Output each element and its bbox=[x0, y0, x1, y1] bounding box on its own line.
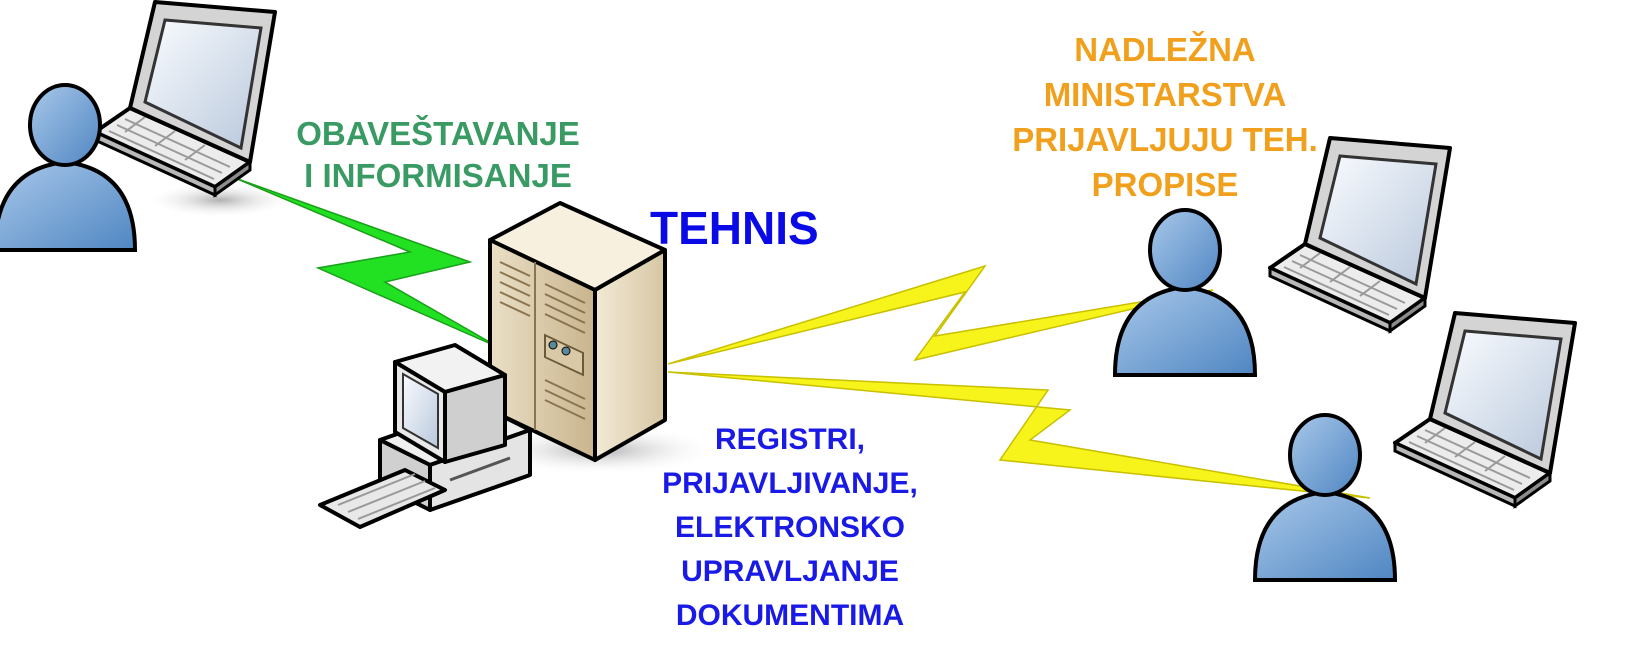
label-ministries-line: PRIJAVLJUJU TEH. bbox=[1012, 121, 1318, 158]
label-services-line: UPRAVLJANJE bbox=[681, 555, 899, 588]
lightning-link-icon-lower-right bbox=[667, 371, 1371, 499]
label-ministries-line: NADLEŽNA bbox=[1074, 31, 1256, 68]
label-services-line: ELEKTRONSKO bbox=[674, 511, 905, 544]
label-services-line: PRIJAVLJIVANJE, bbox=[662, 467, 918, 500]
user-with-laptop-icon bbox=[1253, 311, 1577, 582]
label-services-line: REGISTRI, bbox=[714, 423, 865, 456]
label-ministries-line: PROPISE bbox=[1091, 166, 1239, 203]
label-services-line: DOKUMENTIMA bbox=[675, 599, 905, 632]
label-informing-line: OBAVEŠTAVANJE bbox=[296, 115, 580, 152]
label-ministries: NADLEŽNA MINISTARSTVA PRIJAVLJUJU TEH. P… bbox=[1005, 27, 1325, 207]
label-system-name: TEHNIS bbox=[650, 202, 819, 254]
lightning-link-icon-upper-right bbox=[667, 264, 1214, 365]
label-informing: OBAVEŠTAVANJE I INFORMISANJE bbox=[268, 113, 608, 197]
label-ministries-line: MINISTARSTVA bbox=[1043, 76, 1287, 113]
label-informing-line: I INFORMISANJE bbox=[304, 157, 572, 194]
server-tower-icon bbox=[488, 201, 667, 462]
desktop-computer-icon bbox=[318, 343, 532, 529]
label-services: REGISTRI, PRIJAVLJIVANJE, ELEKTRONSKO UP… bbox=[640, 418, 940, 638]
